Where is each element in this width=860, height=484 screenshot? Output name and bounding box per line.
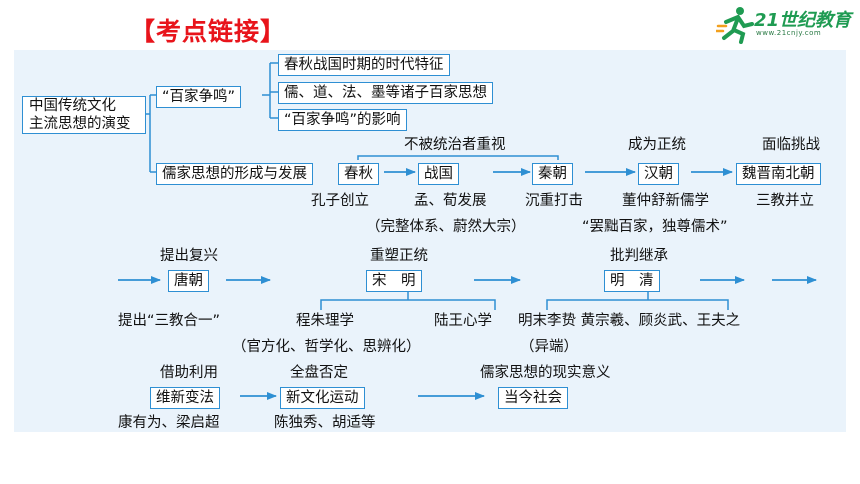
event-xinwenhua: 新文化运动 [280,387,365,409]
diagram-panel [14,50,846,432]
note-suppression: 沉重打击 [525,193,583,209]
baijia-child-1: 春秋战国时期的时代特征 [278,54,450,76]
note-three-unity: 提出“三教合一” [118,313,221,329]
brand-name: 21世纪教育 [754,10,852,31]
root-line-1: 中国传统文化 [29,98,116,114]
note-kang-liang: 康有为、梁启超 [118,415,220,431]
baijia-box: “百家争鸣” [156,86,242,108]
label-not-valued: 不被统治者重视 [404,137,506,153]
baijia-child-2: 儒、道、法、墨等诸子百家思想 [278,82,493,104]
era-mingqing: 明 清 [604,270,660,292]
era-tang: 唐朝 [168,270,209,292]
label-orthodox: 成为正统 [628,137,686,153]
note-mencius-xunzi: 孟、荀发展 [414,193,487,209]
event-weixin: 维新变法 [150,387,220,409]
note-luwang: 陆王心学 [434,313,492,329]
era-songming: 宋 明 [366,270,422,292]
confucian-branch-box: 儒家思想的形成与发展 [156,163,313,185]
note-thinkers: 明末李贽 黄宗羲、顾炎武、王夫之 [518,313,741,329]
label-borrow: 借助利用 [160,365,218,381]
note-han-quote: “罢黜百家，独尊儒术” [582,219,728,235]
era-qin: 秦朝 [532,163,573,185]
era-zhanguo: 战国 [418,163,459,185]
note-complete-system: （完整体系、蔚然大宗） [366,219,526,235]
note-three-teachings: 三教并立 [756,193,814,209]
event-dangjin: 当今社会 [498,387,568,409]
root-line-2: 主流思想的演变 [29,116,131,132]
root-box: 中国传统文化 主流思想的演变 [22,96,146,134]
label-reshape: 重塑正统 [370,248,428,264]
note-chengzhu: 程朱理学 [296,313,354,329]
label-meaning: 儒家思想的现实意义 [480,365,611,381]
label-challenge: 面临挑战 [762,137,820,153]
era-han: 汉朝 [638,163,679,185]
label-deny: 全盘否定 [290,365,348,381]
note-heterodox: （异端） [520,339,578,355]
page-title: 【考点链接】 [130,17,287,46]
baijia-child-3: “百家争鸣”的影响 [278,109,407,131]
brand-url: www.21cnjy.com [756,29,822,37]
label-revival: 提出复兴 [160,248,218,264]
label-critique: 批判继承 [610,248,668,264]
era-weijin: 魏晋南北朝 [736,163,821,185]
runner-icon [714,7,754,44]
note-confucius: 孔子创立 [311,193,369,209]
note-dong: 董仲舒新儒学 [622,193,709,209]
note-chen-hu: 陈独秀、胡适等 [274,415,376,431]
brand-logo: 21世纪教育 www.21cnjy.com [714,4,856,44]
note-guanfang: （官方化、哲学化、思辨化） [232,339,421,355]
era-chunqiu: 春秋 [338,163,379,185]
